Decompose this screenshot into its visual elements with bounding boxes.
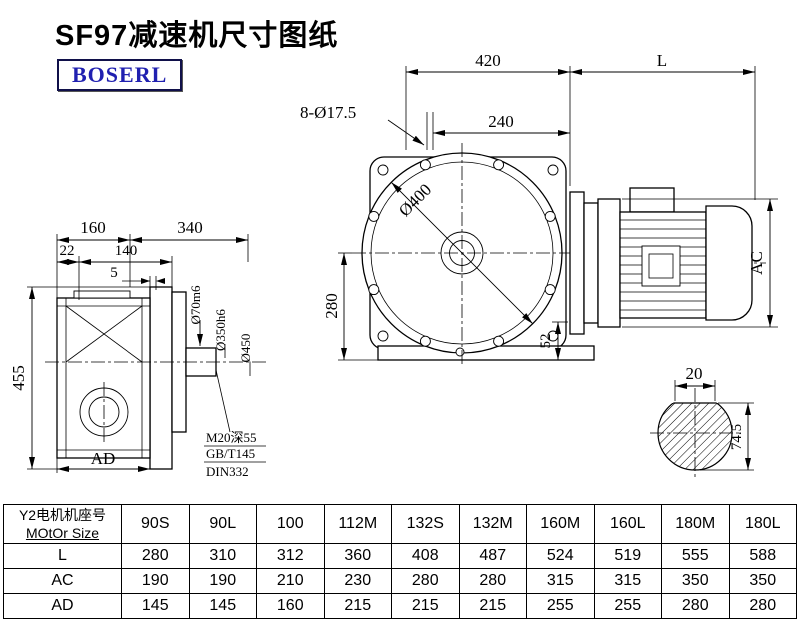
table-row-ad: AD 145 145 160 215 215 215 255 255 280 2… — [3, 593, 797, 619]
table-cell: 280 — [728, 593, 797, 619]
table-cell: 280 — [121, 543, 190, 569]
table-col-90l: 90L — [188, 504, 257, 544]
dim-140-label: 140 — [115, 243, 138, 259]
table-cell: 315 — [526, 568, 595, 594]
table-col-160m: 160M — [526, 504, 595, 544]
dim-L-label: L — [657, 51, 667, 70]
header-label-cn: Y2电机机座号 — [18, 507, 107, 523]
side-view: 160 340 22 140 5 455 AD Ø70m6 Ø350h6 Ø45… — [9, 218, 266, 479]
table-cell: 350 — [728, 568, 797, 594]
note-din-label: DIN332 — [206, 464, 249, 479]
table-row-ac: AC 190 190 210 230 280 280 315 315 350 3… — [3, 568, 797, 594]
table-header-motor-size: Y2电机机座号 MOtOr Size — [3, 504, 122, 544]
shaft-section: 20 74.5 — [650, 364, 754, 480]
table-col-132s: 132S — [391, 504, 460, 544]
section-height-label: 74.5 — [729, 424, 745, 450]
dim-340-label: 340 — [177, 218, 203, 237]
table-cell: 215 — [323, 593, 392, 619]
table-cell: 280 — [458, 568, 527, 594]
table-cell: 255 — [526, 593, 595, 619]
table-cell: 280 — [391, 568, 460, 594]
table-col-132m: 132M — [458, 504, 527, 544]
table-col-180l: 180L — [728, 504, 797, 544]
row-label-ad: AD — [3, 593, 122, 619]
table-cell: 555 — [661, 543, 730, 569]
table-cell: 315 — [593, 568, 662, 594]
table-col-112m: 112M — [323, 504, 392, 544]
key-width-label: 20 — [686, 364, 703, 383]
table-cell: 145 — [121, 593, 190, 619]
technical-drawing: 420 L 240 8-Ø17.5 Ø400 280 52 AC — [9, 51, 778, 480]
table-cell: 145 — [188, 593, 257, 619]
table-cell: 312 — [256, 543, 325, 569]
spigot-diameter-label: Ø350h6 — [213, 309, 228, 351]
table-cell: 519 — [593, 543, 662, 569]
dim-5-label: 5 — [110, 265, 118, 281]
table-row-l: L 280 310 312 360 408 487 524 519 555 58… — [3, 543, 797, 569]
table-cell: 280 — [661, 593, 730, 619]
dim-280-label: 280 — [322, 293, 341, 319]
note-thread-label: M20深55 — [206, 430, 257, 445]
dim-52-label: 52 — [538, 334, 554, 349]
table-cell: 360 — [323, 543, 392, 569]
brand-logo: BOSERL — [57, 59, 183, 91]
table-col-100: 100 — [256, 504, 325, 544]
bolt-holes-label: 8-Ø17.5 — [300, 103, 356, 122]
shaft-diameter-label: Ø70m6 — [188, 285, 203, 325]
table-cell: 215 — [458, 593, 527, 619]
dim-240-label: 240 — [488, 112, 514, 131]
header-label-en: MOtOr Size — [25, 525, 100, 541]
dim-AC-label: AC — [747, 251, 766, 275]
table-cell: 190 — [188, 568, 257, 594]
table-col-180m: 180M — [661, 504, 730, 544]
table-cell: 408 — [391, 543, 460, 569]
table-cell: 215 — [391, 593, 460, 619]
table-cell: 210 — [256, 568, 325, 594]
table-cell: 230 — [323, 568, 392, 594]
table-cell: 310 — [188, 543, 257, 569]
note-standard-label: GB/T145 — [206, 446, 255, 461]
table-cell: 190 — [121, 568, 190, 594]
dim-AD-label: AD — [91, 449, 116, 468]
table-cell: 350 — [661, 568, 730, 594]
table-col-90s: 90S — [121, 504, 190, 544]
dim-420-label: 420 — [475, 51, 501, 70]
table-cell: 524 — [526, 543, 595, 569]
row-label-ac: AC — [3, 568, 122, 594]
dim-160-label: 160 — [80, 218, 106, 237]
brand-logo-text: BOSERL — [72, 62, 168, 87]
table-cell: 588 — [728, 543, 797, 569]
table-col-160l: 160L — [593, 504, 662, 544]
dim-455-label: 455 — [9, 365, 28, 391]
motor-size-table: Y2电机机座号 MOtOr Size 90S 90L 100 112M 132S… — [3, 504, 797, 619]
side-flange-diameter-label: Ø450 — [238, 334, 253, 363]
dim-22-label: 22 — [60, 243, 75, 259]
table-cell: 255 — [593, 593, 662, 619]
table-cell: 160 — [256, 593, 325, 619]
row-label-l: L — [3, 543, 122, 569]
page-title: SF97减速机尺寸图纸 — [55, 20, 339, 52]
front-view: 420 L 240 8-Ø17.5 Ø400 280 52 AC — [300, 51, 778, 366]
table-cell: 487 — [458, 543, 527, 569]
table-header-row: Y2电机机座号 MOtOr Size 90S 90L 100 112M 132S… — [3, 504, 797, 544]
motor-fins — [620, 219, 706, 311]
